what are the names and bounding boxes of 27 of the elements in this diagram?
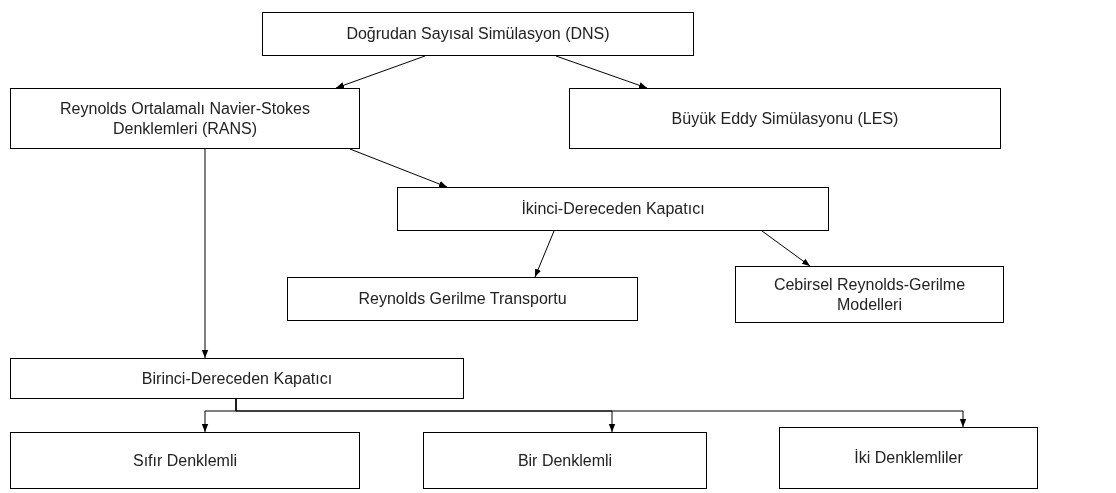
arrow	[335, 55, 426, 89]
process-box	[397, 187, 829, 231]
process-box	[10, 432, 360, 489]
box-label: Reynolds Ortalamalı Navier-Stokes Denklemleri (RANS)	[59, 98, 311, 139]
box-label: Sıfır Denklemli	[133, 450, 237, 471]
process-box	[10, 358, 464, 399]
process-box	[262, 12, 694, 56]
process-box	[569, 88, 1001, 149]
arrow	[349, 148, 448, 188]
box-label: Cebirsel Reynolds-Gerilme Modelleri	[772, 274, 967, 315]
process-box	[287, 277, 638, 321]
process-box	[423, 432, 707, 489]
box-label: Büyük Eddy Simülasyonu (LES)	[671, 108, 899, 129]
arrow	[555, 55, 648, 89]
box-label: Bir Denklemli	[517, 450, 613, 471]
process-box	[735, 266, 1004, 323]
arrow	[235, 398, 967, 428]
arrow	[534, 230, 555, 278]
process-box	[779, 427, 1038, 489]
box-label: İkinci-Dereceden Kapatıcı	[521, 199, 705, 219]
process-box	[10, 88, 360, 149]
box-label: Reynolds Gerilme Transportu	[358, 289, 567, 309]
box-label: İki Denklemliler	[854, 448, 963, 468]
box-label: Birinci-Dereceden Kapatıcı	[141, 368, 333, 389]
arrow	[201, 148, 209, 359]
box-label: Doğrudan Sayısal Simülasyon (DNS)	[346, 24, 610, 44]
arrow	[761, 230, 811, 267]
